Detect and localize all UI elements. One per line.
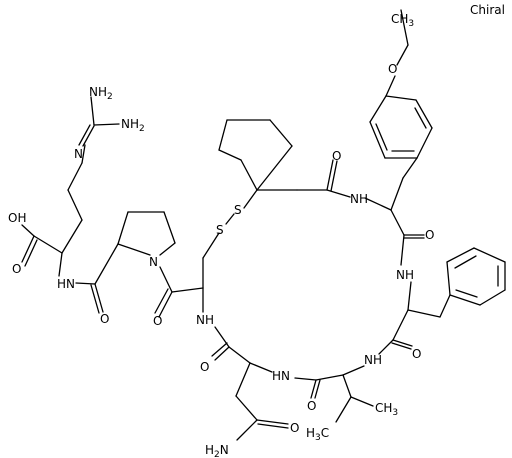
atom-o-amide: O [290,421,299,435]
atom-h2n-amide: H2N [205,443,229,458]
atom-o-arginine: O [100,312,109,326]
atom-hn-asparagine: HN [272,369,290,383]
atom-s1: S [234,203,242,217]
atom-o-cyclo: O [332,149,341,163]
atom-nh-tyrosine: NH [350,192,368,206]
atom-o-acid: O [12,262,21,276]
atom-o-phenylalanine: O [412,347,421,361]
atom-n-proline: N [149,255,158,269]
atom-nh-cysteine: NH [196,313,214,327]
atom-ch3-valine-a: CH3 [375,401,398,418]
atom-nh2-a: NH2 [89,85,113,102]
atom-nh-valine: NH [364,353,382,367]
atom-o-valine: O [307,399,316,413]
atom-o-tyrosine: O [425,228,434,242]
atom-s2: S [216,223,224,237]
atom-nh2-b: NH2 [121,117,145,134]
atom-n-guanidine: N [74,147,83,161]
atom-o-ethoxy: O [388,62,397,76]
atom-ch3-ethoxy: CH3 [391,12,414,29]
atom-o-asparagine: O [200,360,209,374]
atom-h3c-valine-b: H3C [306,426,329,443]
atom-labels: CH3 O NH2 NH2 N OH O HN O N O S S O NH O… [8,12,434,458]
atom-o-proline: O [153,314,162,328]
bonds [21,9,506,441]
atom-hn-arginine: HN [57,277,75,291]
chiral-flag: Chiral [470,3,505,17]
atom-oh-acid: OH [8,211,26,225]
atom-nh-phenylalanine: NH [396,268,414,282]
